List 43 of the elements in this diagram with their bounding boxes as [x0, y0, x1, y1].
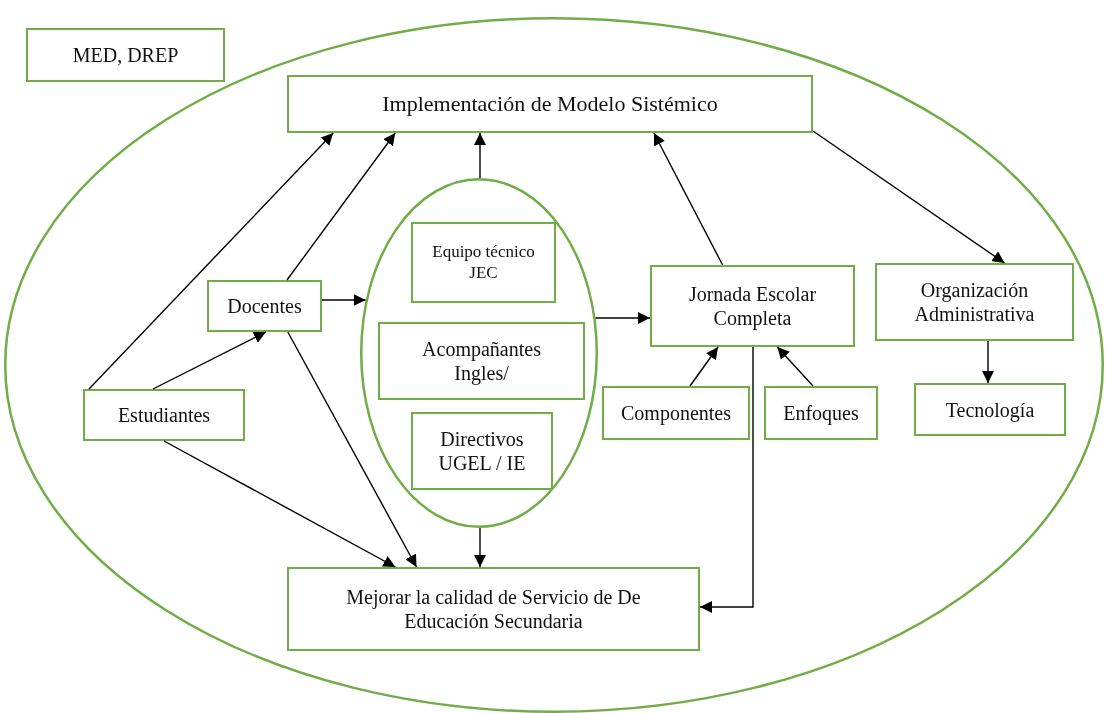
node-text: Enfoques	[783, 401, 859, 425]
arrow	[286, 132, 396, 281]
node-text: Componentes	[621, 401, 731, 425]
node-text: Organización Administrativa	[913, 278, 1036, 326]
arrow	[287, 331, 418, 568]
arrow	[594, 312, 651, 324]
text-box	[411, 222, 556, 303]
text-box	[207, 280, 322, 332]
node-text: Tecnología	[945, 397, 1035, 422]
text-box	[650, 265, 855, 347]
arrow	[812, 130, 1006, 264]
node-text: Docentes	[227, 294, 302, 318]
arrow	[982, 340, 994, 384]
arrow	[152, 331, 267, 390]
arrow	[163, 440, 396, 568]
node-text: Estudiantes	[117, 403, 211, 427]
text-box	[914, 383, 1066, 436]
ellipse-shape	[4, 17, 1104, 713]
arrow	[474, 527, 486, 568]
node-text: Acompañantes Ingles/	[421, 337, 542, 385]
text-box	[764, 386, 878, 440]
node-text: Equipo técnico JEC	[431, 242, 536, 283]
arrow	[699, 346, 754, 613]
text-box	[602, 386, 750, 440]
arrow	[689, 346, 719, 387]
text-box	[378, 322, 585, 400]
node-text: MED, DREP	[72, 43, 179, 67]
text-box	[875, 263, 1074, 341]
node-text: Jornada Escolar Completa	[687, 282, 818, 330]
arrow	[653, 132, 724, 266]
node-text: Mejorar la calidad de Servicio de De Educación Secundaria	[345, 585, 642, 633]
text-box	[287, 75, 813, 133]
text-box	[287, 567, 700, 651]
arrow	[88, 132, 334, 390]
text-box	[83, 389, 245, 441]
arrow	[321, 294, 367, 306]
text-box	[26, 28, 225, 82]
arrow	[474, 132, 486, 179]
node-text: Implementación de Modelo Sistémico	[382, 90, 718, 118]
arrow	[776, 346, 814, 387]
ellipse-shape	[360, 178, 598, 528]
text-box	[411, 412, 553, 490]
node-text: Directivos UGEL / IE	[437, 427, 527, 475]
